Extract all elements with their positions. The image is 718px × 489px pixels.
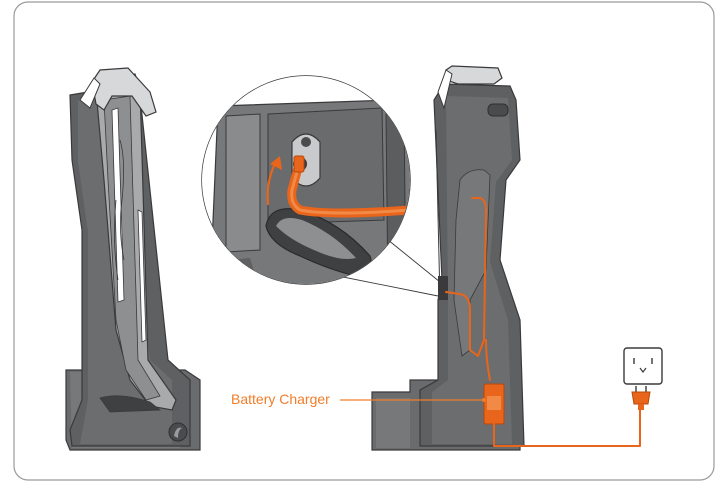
right-charging-stand <box>371 65 525 451</box>
left-charging-stand <box>65 67 201 451</box>
zoom-callout <box>201 75 441 297</box>
battery-charger-label: Battery Charger <box>231 391 330 407</box>
wall-outlet-icon <box>623 347 663 385</box>
battery-charger-leader <box>340 398 486 402</box>
plug-icon <box>631 386 651 410</box>
arrow-up-icon <box>266 156 282 206</box>
charging-cable <box>445 197 641 447</box>
dock-logo-icon <box>168 422 188 442</box>
